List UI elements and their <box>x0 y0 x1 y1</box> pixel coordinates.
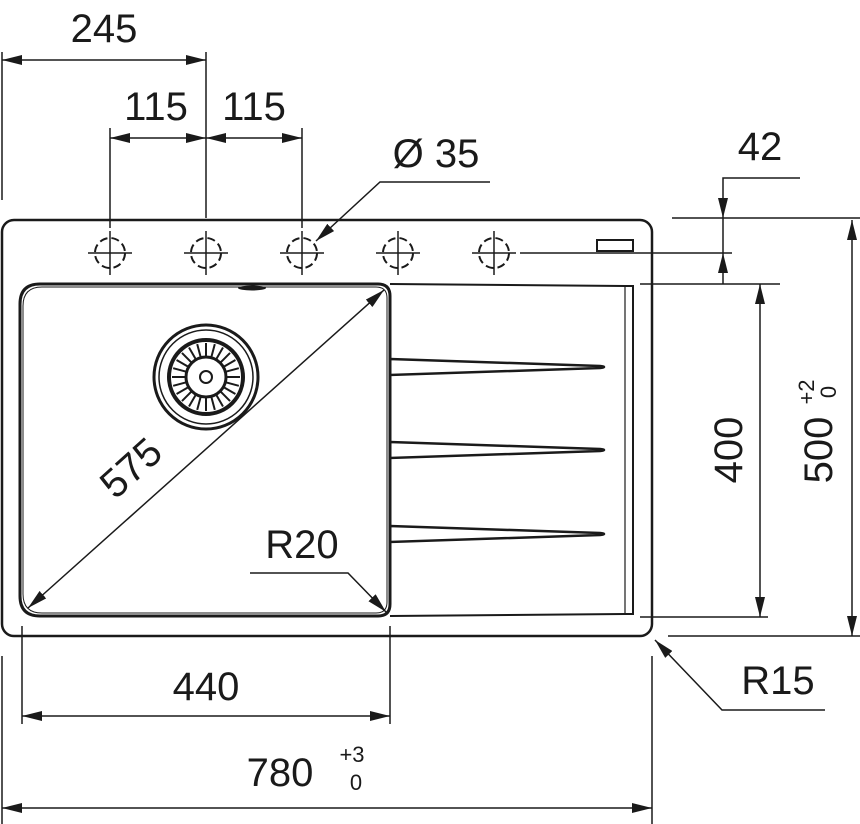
overflow-slot-icon <box>596 239 634 252</box>
dim-bowl-width-440: 440 <box>173 665 240 709</box>
bowl-outline <box>18 282 392 618</box>
svg-text:780: 780 <box>247 751 314 795</box>
strainer-spoke <box>210 397 216 411</box>
strainer-spoke <box>172 381 186 387</box>
strainer-spoke <box>220 352 231 363</box>
dim-leader-diameter <box>315 181 490 242</box>
strainer-spoke <box>172 367 186 373</box>
dim-leader-r15 <box>654 639 825 711</box>
strainer-spoke <box>196 397 202 411</box>
strainer-spoke <box>176 386 189 395</box>
svg-text:0: 0 <box>350 770 362 795</box>
dim-bowl-diagonal-575: 575 <box>92 430 171 507</box>
dim-overall-width-780: 780 +3 0 <box>247 742 365 795</box>
tap-hole-icon <box>280 231 324 275</box>
strainer-spoke <box>215 394 224 407</box>
dim-leader-r20 <box>250 572 387 613</box>
drainer-rib <box>388 440 606 460</box>
strainer-spoke <box>226 367 240 373</box>
dim-hole-row-offset-42: 42 <box>738 125 783 169</box>
strainer-spoke <box>215 347 224 360</box>
dim-leader-42 <box>718 177 800 218</box>
dim-overall-depth-500: 500 +2 0 <box>794 379 841 483</box>
drainer-outline <box>389 283 634 617</box>
drainer-rib <box>388 524 606 544</box>
dim-outer-corner-radius: R15 <box>741 659 814 703</box>
strainer-spoke <box>220 391 231 402</box>
dim-offset-245: 245 <box>71 7 138 51</box>
strainer-spoke <box>210 343 216 357</box>
strainer-spoke <box>181 352 192 363</box>
strainer-spoke <box>181 391 192 402</box>
drainer-rib <box>388 357 606 377</box>
drainer-ribs <box>388 357 606 544</box>
dim-hole-spacing-right: 115 <box>222 85 286 129</box>
overflow-icon <box>238 285 266 291</box>
strainer-spoke <box>226 381 240 387</box>
dim-bowl-corner-radius: R20 <box>265 523 338 567</box>
tap-holes <box>88 231 516 275</box>
strainer-spoke <box>188 347 197 360</box>
strainer-spoke <box>223 359 236 368</box>
svg-text:+3: +3 <box>339 742 364 767</box>
sink-outline <box>0 218 654 638</box>
svg-text:0: 0 <box>816 386 841 398</box>
strainer-spoke <box>176 359 189 368</box>
tap-hole-icon <box>88 231 132 275</box>
drain-strainer-icon <box>152 323 260 431</box>
dim-line-575 <box>27 289 385 609</box>
dim-tap-hole-diameter: Ø 35 <box>393 132 480 176</box>
strainer-spoke <box>223 386 236 395</box>
dim-bowl-depth-400: 400 <box>707 417 751 484</box>
strainer-spoke <box>196 343 202 357</box>
svg-text:500: 500 <box>797 417 841 484</box>
dim-hole-spacing-left: 115 <box>124 85 188 129</box>
tap-hole-icon <box>472 231 516 275</box>
svg-text:+2: +2 <box>794 379 819 404</box>
tap-hole-icon <box>376 231 420 275</box>
strainer-spoke <box>188 394 197 407</box>
tap-hole-icon <box>184 231 228 275</box>
